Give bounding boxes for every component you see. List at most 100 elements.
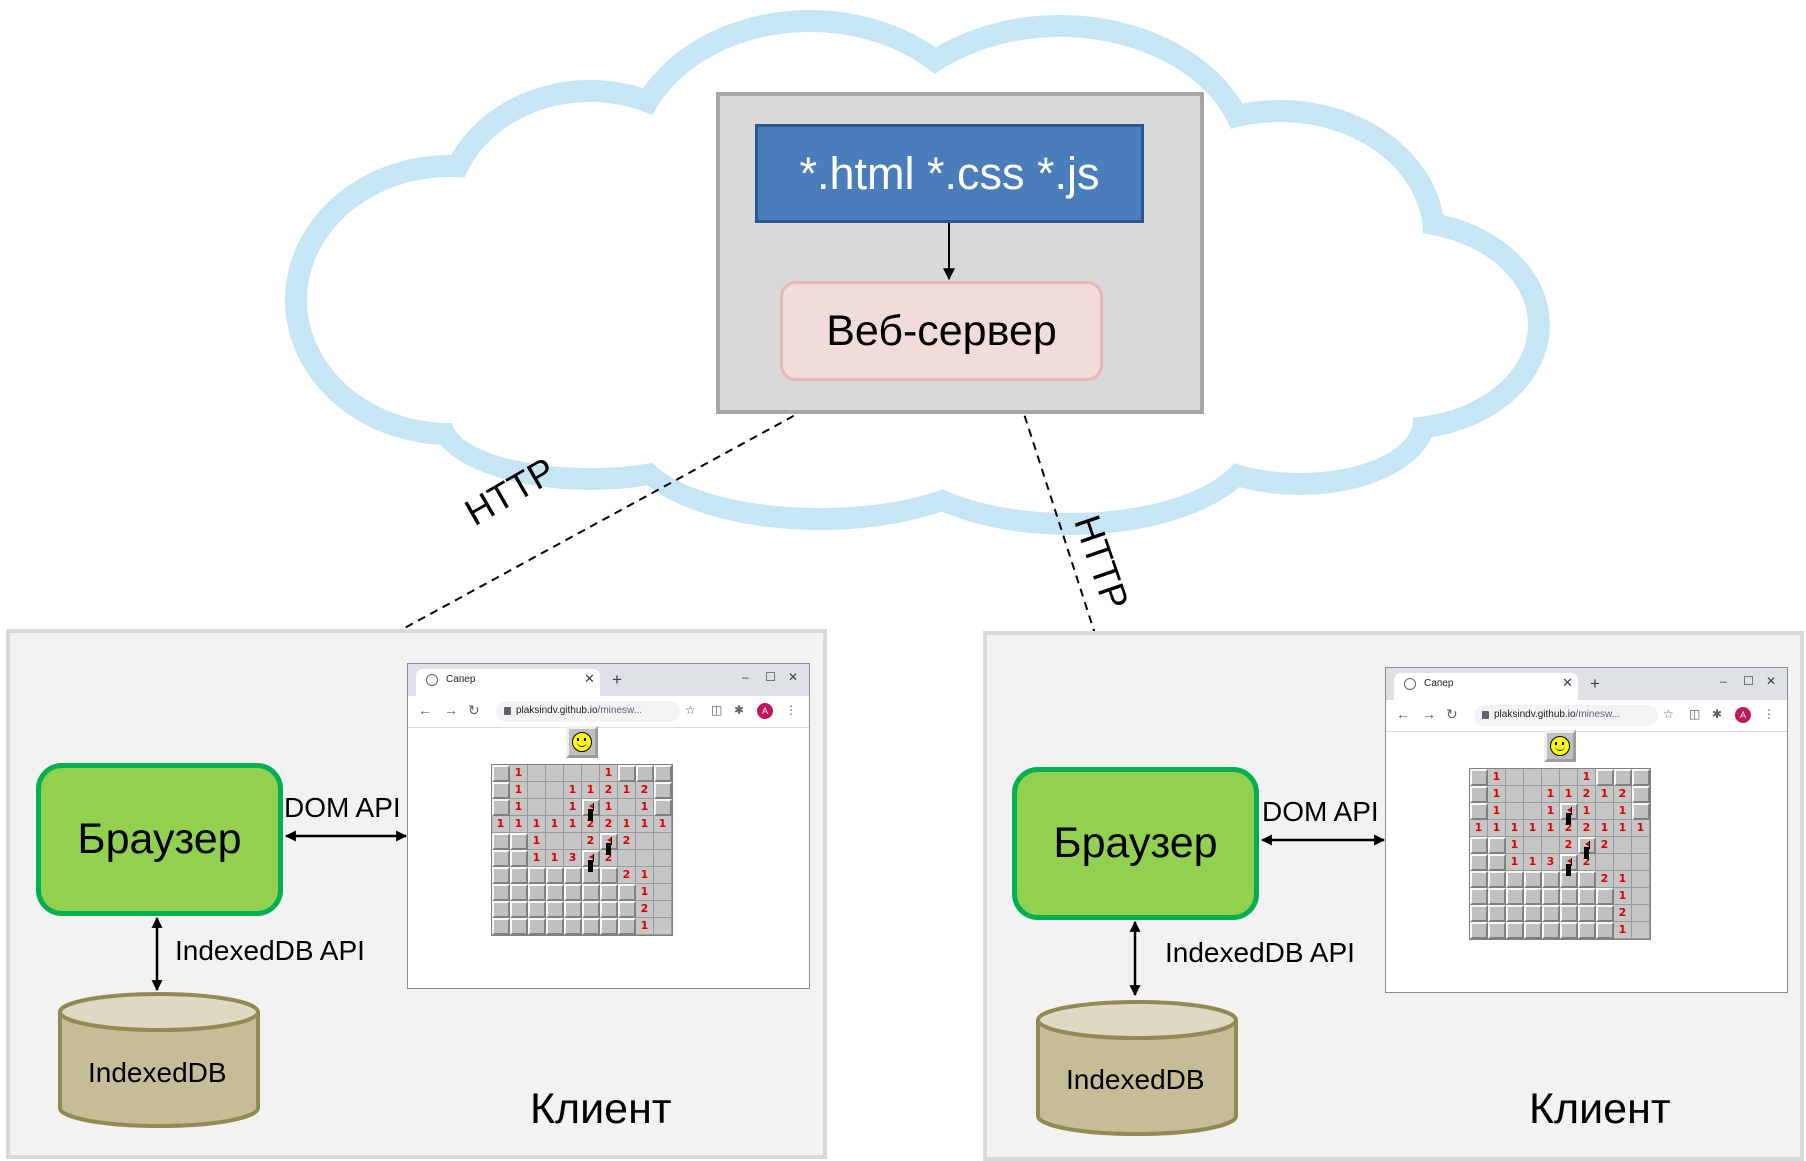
mine-cell-open[interactable]: 2 bbox=[1578, 854, 1596, 871]
mine-cell-open[interactable]: 2 bbox=[582, 816, 600, 833]
mine-cell-open[interactable]: 1 bbox=[636, 799, 654, 816]
pocket-icon[interactable]: ◫ bbox=[711, 703, 723, 717]
close-tab-icon[interactable]: ✕ bbox=[1562, 675, 1573, 690]
mine-cell-covered[interactable] bbox=[546, 884, 564, 901]
mine-cell-covered[interactable] bbox=[654, 799, 672, 816]
mine-cell-covered[interactable] bbox=[1470, 769, 1488, 786]
mine-cell-covered[interactable] bbox=[1488, 888, 1506, 905]
new-tab-icon[interactable]: + bbox=[1590, 674, 1600, 693]
mine-cell-open[interactable]: 1 bbox=[600, 799, 618, 816]
mine-cell-open[interactable] bbox=[564, 833, 582, 850]
close-window-icon[interactable]: ✕ bbox=[788, 670, 799, 684]
minimize-icon[interactable]: – bbox=[1720, 674, 1727, 688]
mine-cell-open[interactable]: 2 bbox=[636, 782, 654, 799]
flag-icon[interactable] bbox=[1578, 837, 1596, 854]
mine-cell-covered[interactable] bbox=[1488, 854, 1506, 871]
new-tab-icon[interactable]: + bbox=[612, 670, 622, 689]
mine-cell-open[interactable] bbox=[546, 765, 564, 782]
mine-cell-open[interactable]: 1 bbox=[1470, 820, 1488, 837]
mine-cell-open[interactable]: 1 bbox=[1614, 888, 1632, 905]
mine-cell-open[interactable]: 1 bbox=[492, 816, 510, 833]
mine-cell-covered[interactable] bbox=[528, 918, 546, 935]
mine-cell-covered[interactable] bbox=[1470, 786, 1488, 803]
mine-cell-covered[interactable] bbox=[618, 884, 636, 901]
mine-cell-open[interactable]: 2 bbox=[1596, 871, 1614, 888]
mine-cell-open[interactable]: 2 bbox=[636, 901, 654, 918]
mine-cell-covered[interactable] bbox=[600, 884, 618, 901]
mine-cell-covered[interactable] bbox=[564, 884, 582, 901]
mine-cell-covered[interactable] bbox=[492, 782, 510, 799]
mine-cell-open[interactable]: 2 bbox=[618, 867, 636, 884]
mine-cell-open[interactable]: 2 bbox=[582, 833, 600, 850]
mine-cell-covered[interactable] bbox=[1578, 922, 1596, 939]
mine-cell-open[interactable] bbox=[654, 884, 672, 901]
mine-cell-covered[interactable] bbox=[492, 901, 510, 918]
mine-cell-open[interactable] bbox=[654, 901, 672, 918]
mine-cell-open[interactable] bbox=[1542, 769, 1560, 786]
mine-cell-open[interactable]: 2 bbox=[600, 816, 618, 833]
mine-cell-covered[interactable] bbox=[1470, 905, 1488, 922]
mine-cell-open[interactable]: 1 bbox=[564, 799, 582, 816]
flag-icon[interactable] bbox=[1560, 803, 1578, 820]
mine-cell-open[interactable]: 1 bbox=[1506, 820, 1524, 837]
mine-cell-covered[interactable] bbox=[636, 765, 654, 782]
mine-cell-open[interactable] bbox=[1524, 837, 1542, 854]
mine-cell-open[interactable]: 1 bbox=[1542, 803, 1560, 820]
mine-cell-open[interactable]: 1 bbox=[1506, 854, 1524, 871]
mine-cell-open[interactable]: 2 bbox=[1596, 837, 1614, 854]
address-bar[interactable]: plaksindv.github.io/minesw... bbox=[1474, 705, 1658, 726]
mine-cell-covered[interactable] bbox=[510, 901, 528, 918]
mine-cell-covered[interactable] bbox=[618, 918, 636, 935]
mine-cell-open[interactable] bbox=[654, 867, 672, 884]
mine-cell-open[interactable]: 1 bbox=[1542, 820, 1560, 837]
mine-cell-open[interactable]: 1 bbox=[510, 765, 528, 782]
mine-cell-open[interactable]: 1 bbox=[1614, 922, 1632, 939]
mine-cell-open[interactable]: 1 bbox=[1614, 820, 1632, 837]
mine-cell-covered[interactable] bbox=[1578, 905, 1596, 922]
extensions-icon[interactable]: ✱ bbox=[1712, 707, 1723, 721]
flag-icon[interactable] bbox=[600, 833, 618, 850]
mine-cell-covered[interactable] bbox=[1524, 888, 1542, 905]
profile-avatar[interactable]: A bbox=[1735, 707, 1751, 723]
mine-cell-open[interactable]: 1 bbox=[1524, 854, 1542, 871]
mine-cell-open[interactable]: 1 bbox=[1488, 769, 1506, 786]
mine-cell-covered[interactable] bbox=[1560, 871, 1578, 888]
mine-cell-open[interactable] bbox=[1632, 837, 1650, 854]
address-bar[interactable]: plaksindv.github.io/minesw... bbox=[496, 701, 680, 722]
mine-cell-covered[interactable] bbox=[546, 867, 564, 884]
mine-cell-open[interactable]: 1 bbox=[564, 816, 582, 833]
mine-cell-open[interactable] bbox=[654, 833, 672, 850]
mine-cell-covered[interactable] bbox=[618, 765, 636, 782]
mine-cell-open[interactable]: 1 bbox=[1542, 786, 1560, 803]
mine-cell-open[interactable]: 2 bbox=[618, 833, 636, 850]
mine-cell-open[interactable] bbox=[1560, 769, 1578, 786]
mine-cell-covered[interactable] bbox=[582, 918, 600, 935]
mine-cell-covered[interactable] bbox=[510, 884, 528, 901]
mine-cell-open[interactable] bbox=[1524, 769, 1542, 786]
mine-cell-open[interactable] bbox=[654, 918, 672, 935]
mine-cell-open[interactable] bbox=[618, 799, 636, 816]
mine-cell-open[interactable]: 2 bbox=[1578, 820, 1596, 837]
forward-icon[interactable]: → bbox=[1422, 706, 1436, 722]
mine-cell-open[interactable] bbox=[564, 765, 582, 782]
mine-cell-open[interactable]: 2 bbox=[600, 782, 618, 799]
mine-cell-covered[interactable] bbox=[1470, 871, 1488, 888]
mine-cell-covered[interactable] bbox=[1524, 922, 1542, 939]
mine-cell-covered[interactable] bbox=[492, 867, 510, 884]
mine-cell-covered[interactable] bbox=[492, 918, 510, 935]
mine-cell-open[interactable] bbox=[546, 833, 564, 850]
mine-cell-open[interactable]: 1 bbox=[618, 816, 636, 833]
mine-cell-open[interactable] bbox=[1614, 837, 1632, 854]
mine-cell-covered[interactable] bbox=[1614, 769, 1632, 786]
mine-cell-open[interactable]: 1 bbox=[1614, 871, 1632, 888]
mine-cell-open[interactable]: 1 bbox=[1488, 803, 1506, 820]
mine-cell-covered[interactable] bbox=[1470, 922, 1488, 939]
mine-cell-open[interactable]: 1 bbox=[654, 816, 672, 833]
mine-cell-open[interactable]: 1 bbox=[528, 833, 546, 850]
mine-cell-covered[interactable] bbox=[492, 884, 510, 901]
mine-cell-covered[interactable] bbox=[654, 765, 672, 782]
mine-cell-open[interactable]: 2 bbox=[1614, 905, 1632, 922]
mine-cell-covered[interactable] bbox=[492, 799, 510, 816]
mine-cell-open[interactable]: 1 bbox=[1578, 803, 1596, 820]
mine-cell-covered[interactable] bbox=[1542, 905, 1560, 922]
